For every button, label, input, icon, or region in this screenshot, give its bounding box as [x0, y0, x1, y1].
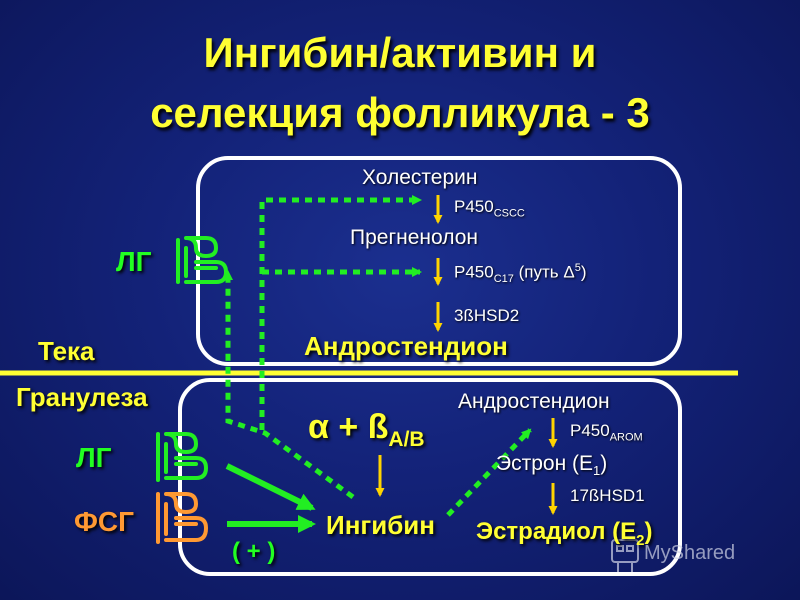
alpha-beta-subunits-label: α + ßA/B [308, 408, 425, 451]
inhibin-label: Ингибин [326, 510, 435, 540]
estradiol-label: Эстрадиол (E2) [476, 518, 653, 549]
p450c17-enzyme-label: P450C17 (путь Δ5) [454, 262, 587, 286]
theca-lh-receptor-icon [176, 236, 229, 284]
page-title-line-1: Ингибин/активин и [203, 29, 597, 76]
pregnenolone-label: Прегненолон [350, 226, 478, 249]
granulosa-lh-label: ЛГ [76, 442, 112, 473]
granulosa-label: Гранулеза [16, 382, 148, 412]
myshared-watermark: MyShared [644, 542, 736, 564]
theca-androstenedione-label: Андростендион [304, 331, 508, 361]
estrone-label: Эстрон (E1) [496, 452, 608, 479]
lh-to-inhibin-arrow [225, 463, 316, 511]
theca-label: Тека [38, 336, 95, 366]
inhibin-to-aromatase-dotted-arrow [446, 428, 532, 517]
fsh-label: ФСГ [74, 506, 134, 537]
stimulation-plus-label: ( + ) [232, 538, 276, 565]
p450arom-enzyme-label: P450AROM [570, 421, 643, 444]
page-title-line-2: селекция фолликула - 3 [150, 89, 650, 136]
myshared-logo-icon [611, 539, 639, 572]
theca-lh-label: ЛГ [116, 246, 152, 277]
fsh-receptor-icon [156, 492, 209, 544]
granulosa-lh-receptor-icon [156, 432, 209, 482]
3bhsd2-enzyme-label: 3ßHSD2 [454, 306, 520, 325]
p450scc-enzyme-label: P450CSCC [454, 197, 525, 220]
inhibin-feedback-dotted-arrow [223, 270, 355, 500]
granulosa-androstenedione-label: Андростендион [458, 390, 610, 413]
17bhsd1-enzyme-label: 17ßHSD1 [570, 486, 645, 505]
cholesterol-label: Холестерин [362, 166, 478, 189]
